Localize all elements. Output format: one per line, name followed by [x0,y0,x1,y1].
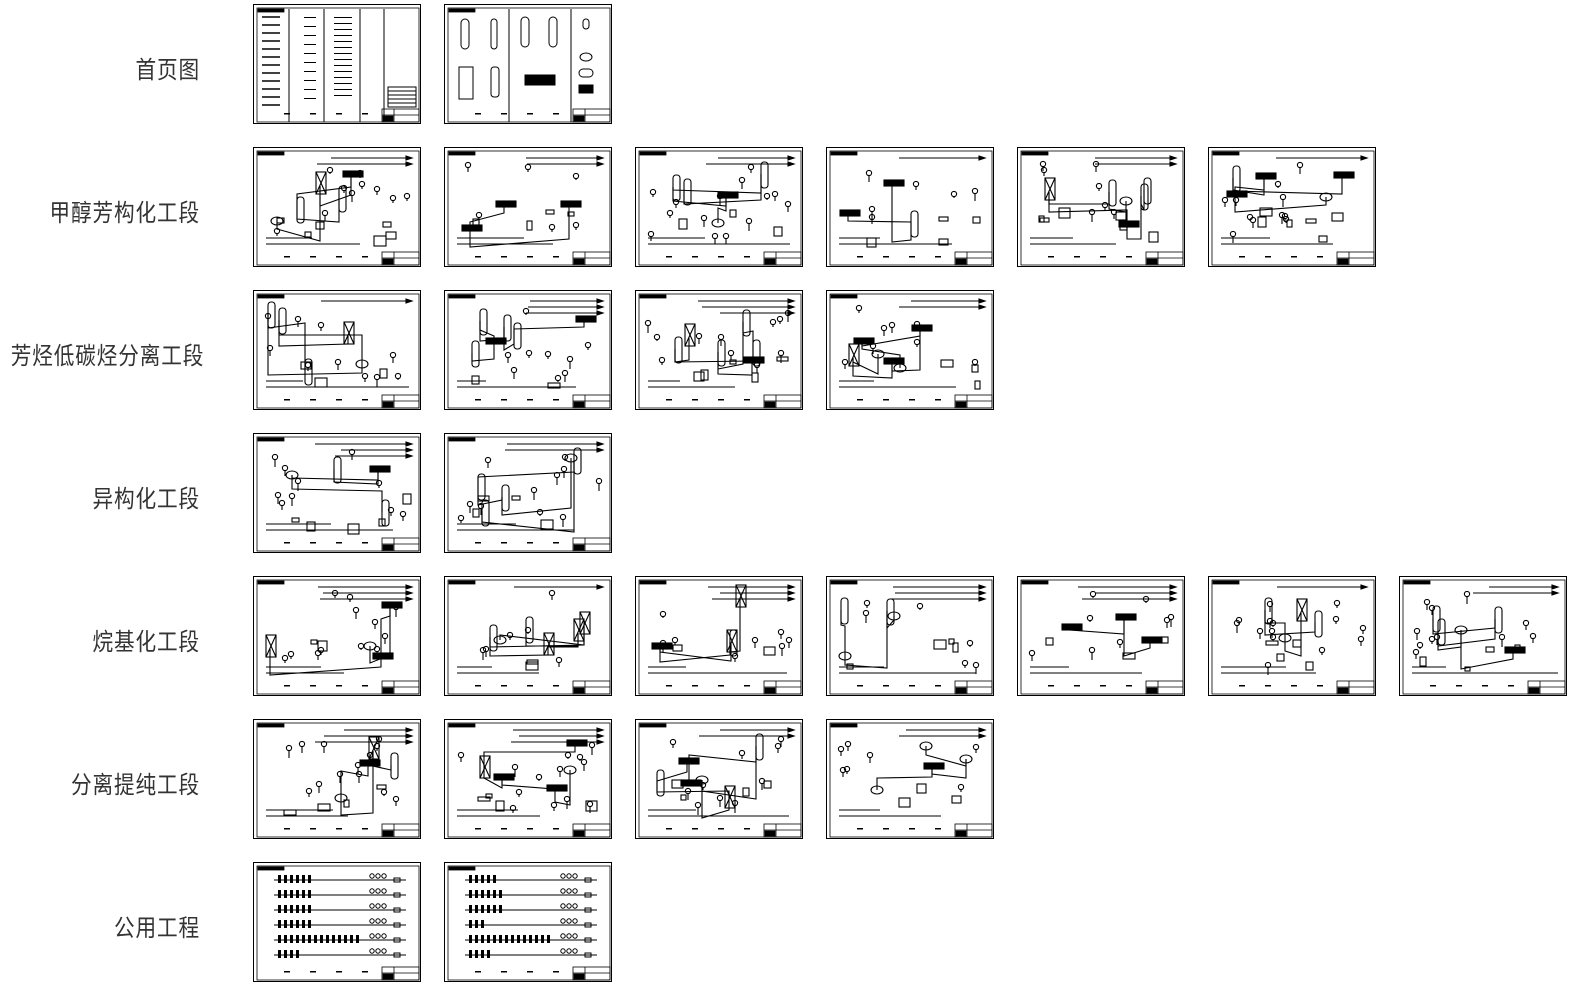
drawing-sheet-thumbnail[interactable] [1208,576,1376,696]
drawing-sheet-thumbnail[interactable] [253,147,421,267]
drawing-sheet-diagram [829,293,993,409]
drawing-sheet-diagram [256,150,420,266]
section-label: 异构化工段 [92,485,200,513]
drawing-sheet-diagram [256,436,420,552]
drawing-sheet-diagram [638,150,802,266]
drawing-sheet-diagram [256,7,420,123]
drawing-sheet-diagram [256,293,420,409]
drawing-sheet-diagram [638,293,802,409]
drawing-sheet-thumbnail[interactable] [253,433,421,553]
drawing-sheet-diagram [256,579,420,695]
drawing-sheet-thumbnail[interactable] [1208,147,1376,267]
section-label: 烷基化工段 [92,628,200,656]
drawing-sheet-diagram [1211,579,1375,695]
drawing-sheet-diagram [1020,579,1184,695]
drawing-sheet-thumbnail[interactable] [444,862,612,982]
drawing-sheet-thumbnail[interactable] [826,290,994,410]
drawing-sheet-diagram [447,865,611,981]
drawing-sheet-thumbnail[interactable] [253,862,421,982]
drawing-sheet-diagram [447,7,611,123]
drawing-sheet-thumbnail[interactable] [253,4,421,124]
section-label: 分离提纯工段 [71,771,200,799]
drawing-sheet-diagram [829,579,993,695]
drawing-sheet-thumbnail[interactable] [444,147,612,267]
drawing-sheet-thumbnail[interactable] [826,719,994,839]
drawing-sheet-thumbnail[interactable] [444,433,612,553]
drawing-sheet-diagram [256,865,420,981]
drawing-sheet-diagram [447,293,611,409]
drawing-sheet-thumbnail[interactable] [635,576,803,696]
drawing-sheet-diagram [447,150,611,266]
drawing-sheet-diagram [638,579,802,695]
drawing-sheet-thumbnail[interactable] [1017,576,1185,696]
drawing-sheet-thumbnail[interactable] [253,576,421,696]
drawing-sheet-thumbnail[interactable] [444,576,612,696]
drawing-sheet-thumbnail[interactable] [444,4,612,124]
drawing-sheet-diagram [1020,150,1184,266]
drawing-sheet-diagram [447,579,611,695]
drawing-sheet-thumbnail[interactable] [1017,147,1185,267]
section-label: 公用工程 [114,914,200,942]
section-label: 首页图 [135,56,200,84]
drawing-sheet-diagram [256,722,420,838]
drawing-sheet-thumbnail[interactable] [635,290,803,410]
section-label: 甲醇芳构化工段 [49,199,201,227]
drawing-sheet-diagram [1402,579,1566,695]
drawing-sheet-thumbnail[interactable] [635,147,803,267]
section-label: 芳烃低碳烃分离工段 [10,342,205,370]
drawing-sheet-thumbnail[interactable] [826,576,994,696]
drawing-sheet-diagram [447,436,611,552]
drawing-sheet-diagram [638,722,802,838]
drawing-sheet-thumbnail[interactable] [444,290,612,410]
drawing-sheet-thumbnail[interactable] [444,719,612,839]
drawing-sheet-diagram [1211,150,1375,266]
drawing-sheet-thumbnail[interactable] [635,719,803,839]
drawing-sheet-diagram [829,150,993,266]
drawing-sheet-diagram [829,722,993,838]
drawing-sheet-thumbnail[interactable] [826,147,994,267]
drawing-sheet-thumbnail[interactable] [253,719,421,839]
drawing-sheet-thumbnail[interactable] [1399,576,1567,696]
drawing-sheet-diagram [447,722,611,838]
drawing-sheet-thumbnail[interactable] [253,290,421,410]
